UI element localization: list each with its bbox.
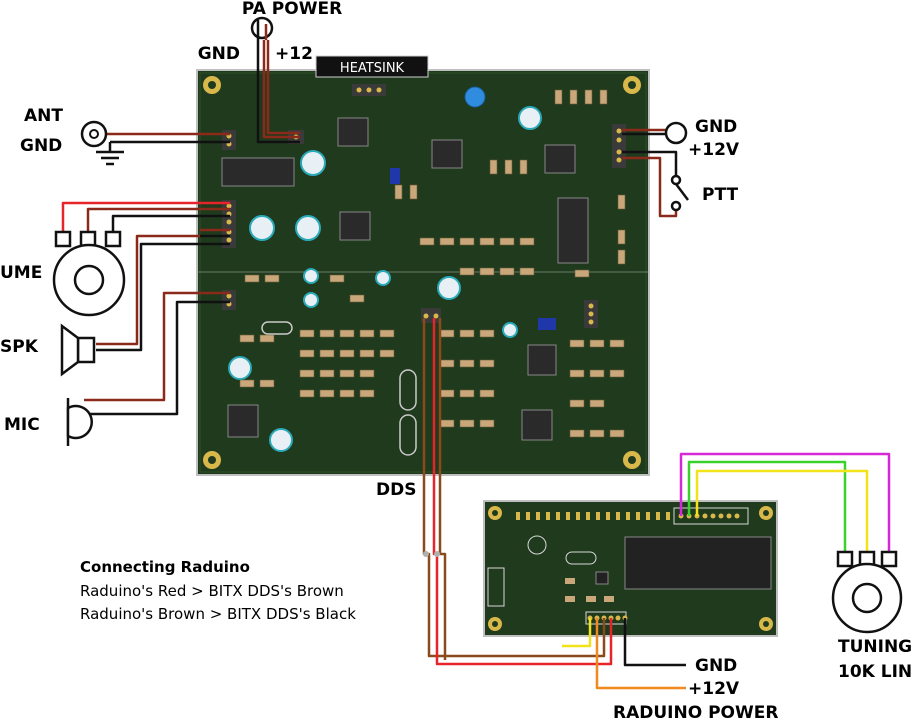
ic-chip <box>221 117 589 441</box>
trimmer-blue <box>464 86 486 108</box>
wire-mic-gnd <box>84 300 230 416</box>
spk-label: SPK <box>0 337 39 357</box>
ant-label: ANT <box>24 106 63 126</box>
microphone-icon <box>66 398 93 446</box>
wire-dds-brown <box>422 318 606 658</box>
ground-symbol-icon <box>96 142 124 166</box>
note-title: Connecting Raduino <box>80 558 250 576</box>
pa-power-label: PA POWER <box>242 0 342 19</box>
tuning-value-label: 10K LIN <box>838 662 912 682</box>
wire-raduino-orange <box>595 618 686 690</box>
wire-raduino-gnd <box>623 618 686 667</box>
wires <box>61 40 891 690</box>
lcd-header-pads <box>516 512 670 520</box>
crystal <box>565 551 597 565</box>
tuning-label: TUNING <box>838 637 912 657</box>
wire-joint <box>423 551 429 557</box>
volume-label: UME <box>0 263 42 283</box>
raduino-power-label: RADUINO POWER <box>613 703 778 720</box>
raduino-board <box>483 500 778 637</box>
trimmer-outline <box>527 535 547 555</box>
bnc-connector-icon <box>80 120 108 148</box>
wire-volume-1 <box>61 201 230 232</box>
wire-joint <box>434 551 440 557</box>
wire-pa-12v <box>266 40 300 135</box>
wire-raduino-yellow <box>562 618 592 648</box>
dc-jack-icon <box>250 16 274 40</box>
note-line-1: Raduino's Red > BITX DDS's Brown <box>80 582 344 600</box>
heatsink-text: HEATSINK <box>340 61 405 76</box>
capacitor <box>228 106 542 452</box>
note-line-2: Raduino's Brown > BITX DDS's Black <box>80 605 356 623</box>
gnd-ant-label: GND <box>20 136 62 156</box>
switch-icon <box>670 174 689 212</box>
wire-dds-red <box>432 318 613 666</box>
mic-label: MIC <box>4 415 40 435</box>
dds-label: DDS <box>376 480 416 500</box>
wire-right-12v <box>622 150 678 176</box>
wire-tuning-yellow <box>695 469 869 552</box>
plus12v-right-label: +12V <box>688 140 740 160</box>
gnd-right-label: GND <box>695 117 737 137</box>
wire-pa-12v <box>262 40 300 139</box>
mounting-hole <box>203 76 641 469</box>
wire-pa-gnd <box>256 40 300 144</box>
potentiometer-icon <box>52 230 126 317</box>
wire-tuning-green <box>687 460 847 552</box>
wire-ptt <box>622 156 678 218</box>
wire-spk <box>96 234 200 346</box>
wire-volume-2 <box>86 207 230 232</box>
wire-dds-black <box>438 318 447 660</box>
passive-components <box>239 89 626 438</box>
speaker-icon <box>60 323 96 377</box>
plus12v-bottom-label: +12V <box>688 679 740 699</box>
dc-jack-icon <box>664 121 688 145</box>
gnd-top-label: GND <box>198 44 240 64</box>
crystal <box>261 321 417 456</box>
microcontroller-chip <box>624 536 772 590</box>
trimmer-blue <box>538 318 556 330</box>
wire-spk-gnd <box>96 242 230 352</box>
wire-tuning-magenta <box>679 452 891 552</box>
wire-volume-3 <box>111 214 230 232</box>
gnd-bottom-label: GND <box>695 656 737 676</box>
ptt-label: PTT <box>702 185 738 205</box>
trimmer-blue <box>390 168 400 184</box>
potentiometer-icon <box>831 550 903 634</box>
plus12-top-label: +12 <box>275 44 313 64</box>
wire-mic <box>84 291 230 402</box>
heatsink-label: HEATSINK <box>315 55 429 78</box>
